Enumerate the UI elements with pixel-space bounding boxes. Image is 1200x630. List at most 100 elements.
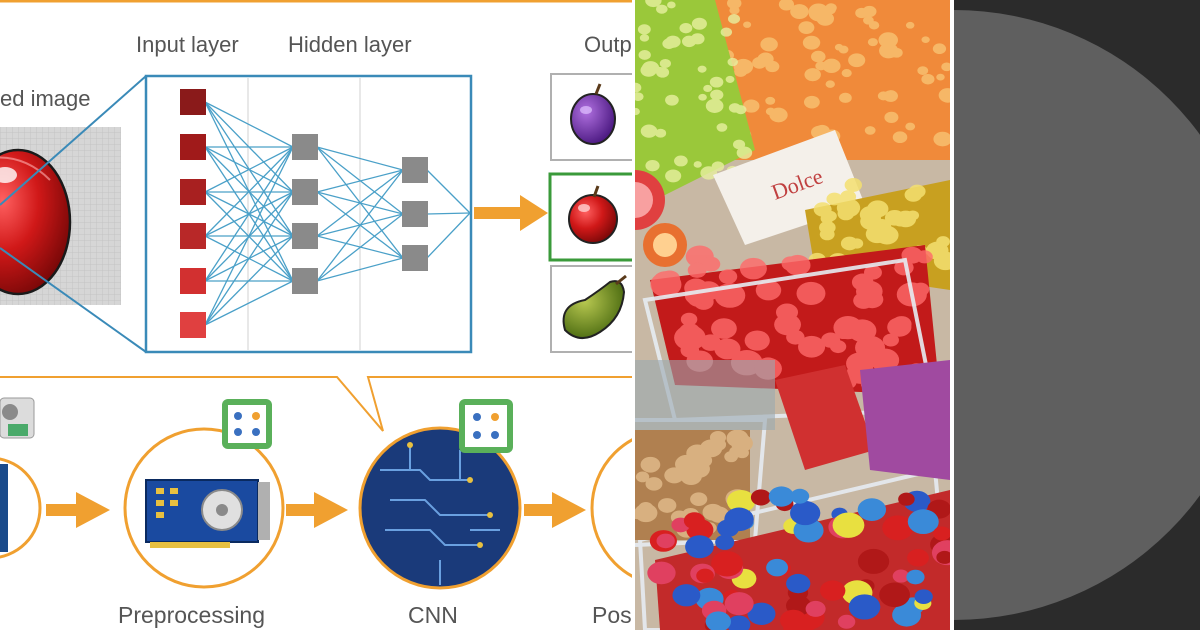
candy-piece [936, 73, 945, 81]
candy-piece [694, 453, 713, 468]
candy-piece [790, 4, 809, 20]
candy-piece [683, 512, 705, 530]
candy-piece [834, 43, 844, 51]
candy-piece [841, 69, 852, 78]
candy-piece [735, 447, 749, 459]
connection-line [204, 146, 294, 282]
candy-photo-illustration: Dolce [635, 0, 950, 630]
stage-label-postprocessing: Pos [592, 602, 632, 628]
connection-line [316, 169, 404, 282]
candy-piece [921, 36, 930, 43]
candy-piece [917, 66, 929, 75]
candy-piece [734, 66, 748, 77]
candy-piece [750, 489, 772, 506]
shadow-bin [635, 360, 775, 430]
candy-piece [659, 58, 671, 68]
candy-piece [635, 509, 643, 520]
candy-piece [868, 21, 880, 30]
candy-piece [835, 325, 852, 340]
candy-piece [665, 169, 682, 183]
input-layer-label: Input layer [136, 32, 239, 57]
candy-piece [685, 535, 714, 559]
candy-piece [879, 582, 910, 608]
connection-line [316, 169, 404, 193]
candy-piece [727, 615, 751, 630]
candy-piece [664, 467, 685, 484]
candy-piece [877, 91, 890, 101]
candy-piece [638, 50, 651, 60]
neural-network-diagram-panel: Input layer Hidden layer Outp ed image P… [0, 0, 632, 630]
input-node [180, 268, 206, 294]
input-node [180, 223, 206, 249]
candy-piece [697, 65, 707, 73]
candy-piece [933, 131, 950, 147]
connection-line [204, 146, 294, 193]
candy-piece [635, 82, 642, 93]
candy-piece [635, 92, 644, 101]
candy-piece [727, 57, 738, 67]
hidden-node-1 [292, 223, 318, 249]
callout-outline [0, 376, 632, 432]
candy-piece [739, 257, 767, 280]
candy-piece [705, 611, 732, 630]
candy-piece [674, 325, 706, 351]
candy-piece [882, 333, 899, 347]
candy-piece [760, 37, 778, 52]
hidden-layer-label: Hidden layer [288, 32, 412, 57]
candy-piece [825, 80, 835, 88]
network-badge-icon-1 [222, 399, 272, 449]
candy-piece [936, 550, 950, 564]
candy-piece [656, 4, 668, 14]
network-nodes [180, 89, 428, 338]
candy-piece [698, 93, 707, 101]
hidden-node-1 [292, 268, 318, 294]
panel-divider [632, 0, 635, 630]
candy-piece [665, 94, 679, 106]
candy-piece [798, 335, 826, 358]
diagram-canvas [0, 0, 632, 590]
candy-piece [645, 0, 662, 8]
candy-piece [887, 317, 912, 337]
candy-piece [701, 256, 721, 272]
apple-illustration [0, 148, 72, 296]
connection-line [204, 280, 294, 326]
candy-piece [703, 84, 713, 93]
circuit-icon [380, 445, 500, 585]
candy-piece [848, 594, 881, 620]
candy-piece [790, 500, 821, 526]
candy-piece [710, 438, 727, 451]
candy-piece [635, 107, 640, 116]
candy-piece [844, 178, 863, 192]
candy-piece [778, 0, 795, 11]
candy-piece [645, 477, 663, 491]
candy-piece [743, 21, 752, 28]
gpu-card-icon [145, 479, 270, 548]
candy-piece [804, 95, 820, 109]
candy-piece [796, 281, 826, 305]
apple-icon [568, 185, 618, 244]
connection-line [426, 212, 471, 259]
connection-line [204, 146, 294, 237]
candy-piece [819, 228, 835, 241]
output-layer-label: Outp [584, 32, 632, 57]
candy-piece [718, 269, 738, 284]
candy-piece [640, 456, 661, 473]
candy-piece [726, 429, 749, 448]
candy-piece [715, 534, 735, 550]
candy-piece [836, 198, 861, 218]
candy-piece [804, 68, 821, 82]
candy-piece [921, 73, 935, 85]
candy-piece [941, 62, 950, 72]
zoom-line-top [0, 75, 147, 206]
candy-piece [790, 488, 810, 504]
candy-piece [798, 21, 815, 34]
candy-piece [855, 7, 869, 19]
candy-piece [769, 107, 788, 123]
candy-piece [641, 61, 660, 75]
candy-piece [892, 569, 910, 583]
candy-piece [892, 603, 922, 627]
candy-piece [860, 212, 882, 231]
candy-piece [906, 210, 920, 221]
candy-piece [832, 512, 865, 538]
hidden-node-2 [402, 157, 428, 183]
